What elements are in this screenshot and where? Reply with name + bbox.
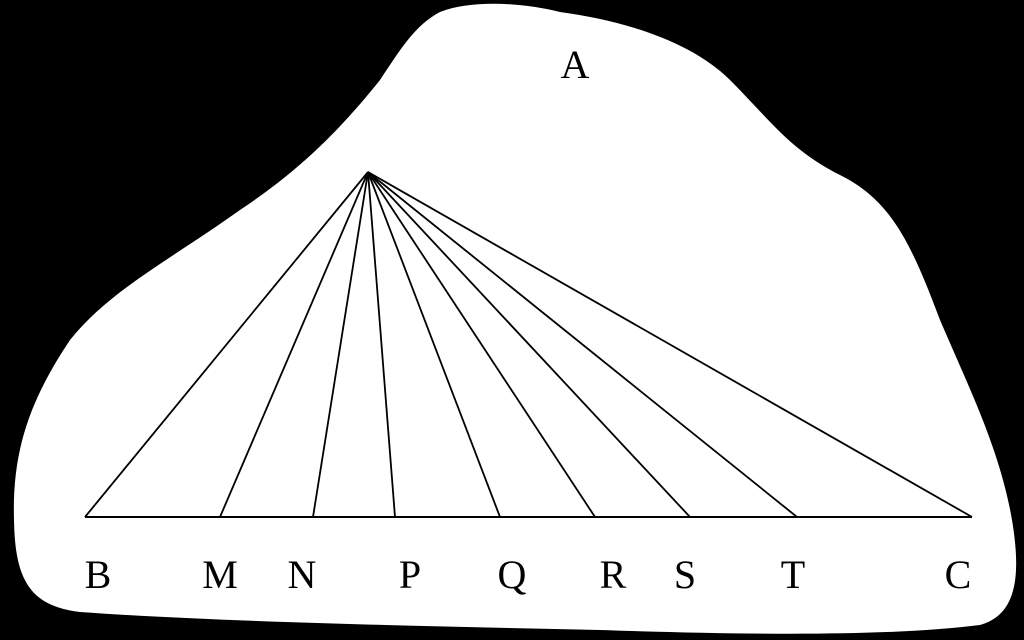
label-n: N [288, 552, 317, 597]
ray-to-c [367, 171, 973, 518]
label-c: C [945, 552, 972, 597]
label-s: S [674, 552, 696, 597]
label-r: R [600, 552, 627, 597]
rays [84, 171, 973, 518]
ray-to-b [84, 171, 369, 518]
ray-to-n [312, 171, 369, 518]
label-b: B [85, 552, 112, 597]
label-t: T [781, 552, 805, 597]
label-q: Q [498, 552, 527, 597]
ray-to-q [367, 171, 501, 518]
ray-to-s [367, 171, 691, 518]
label-m: M [202, 552, 238, 597]
label-a: A [561, 42, 590, 87]
ray-to-r [367, 171, 596, 518]
ray-to-p [367, 171, 396, 518]
ray-to-t [367, 171, 798, 518]
label-p: P [399, 552, 421, 597]
paper-blob [13, 3, 1017, 634]
ray-to-m [219, 171, 369, 518]
